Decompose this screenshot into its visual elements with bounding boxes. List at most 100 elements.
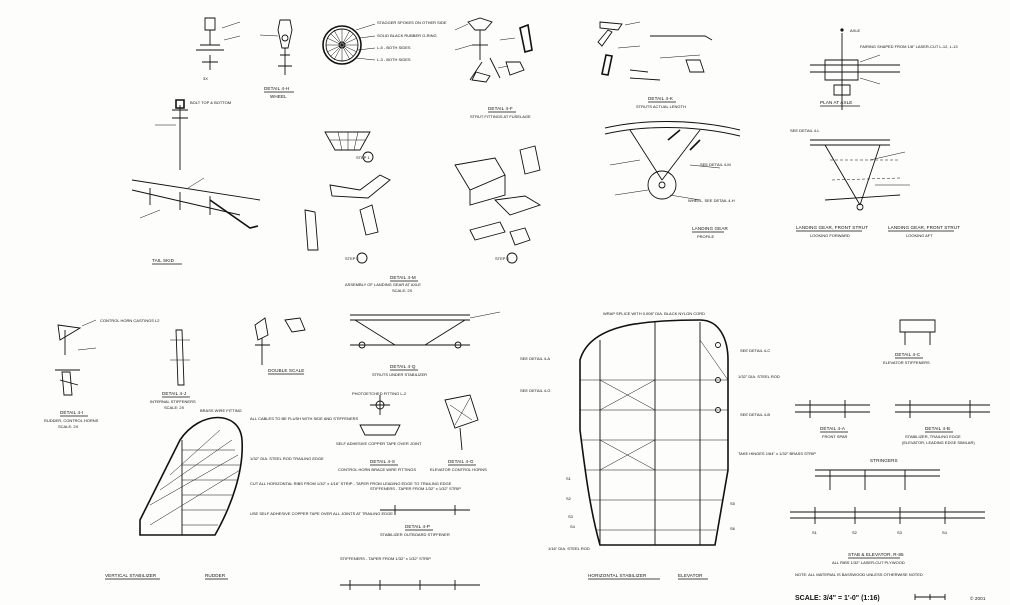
detail-4b-title: DETAIL 4-B (925, 426, 950, 431)
detail-4g-sub: ELEVATOR CONTROL HORNS (430, 467, 487, 472)
footer: NOTE: ALL MATERIAL IS BASSWOOD UNLESS OT… (795, 572, 986, 602)
wheel-see-detail-note: WHEEL, SEE DETAIL 4-H (688, 198, 735, 203)
detail-4g-title: DETAIL 4-G (448, 459, 474, 464)
stiffeners-taper-note: STIFFENERS - TAPER FROM 1/32" x 1/32" ST… (370, 486, 461, 491)
strut-fittings-detail: DETAIL 4-F STRUT FITTINGS AT FUSELAGE (454, 17, 533, 119)
landing-gear-profile-title: LANDING GEAR (692, 226, 728, 231)
right-details: DETAIL 4-C ELEVATOR STIFFENERS DETAIL 4-… (790, 319, 990, 565)
landing-gear-assembly-steps: STEP 1 STEP 2 STEP 3 DETAIL 4-M ASSEMBLY… (304, 131, 542, 293)
detail-4f-title: DETAIL 4-F (488, 106, 513, 111)
detail-4j-title: DETAIL 4-J (162, 391, 186, 396)
bolt-top-bottom-note: BOLT TOP & BOTTOM (190, 100, 231, 105)
detail-4h-sub: WHEEL (270, 94, 287, 99)
stab-s3: S3 (897, 530, 903, 535)
vertical-stabilizer-title: VERTICAL STABILIZER (105, 573, 157, 578)
double-scale-label: DOUBLE SCALE (268, 368, 304, 373)
horizontal-stabilizer-title: HORIZONTAL STABILIZER (588, 573, 647, 578)
rudder-note-ribs: CUT ALL HORIZONTAL RIBS FROM 1/32" x 1/1… (250, 481, 452, 486)
detail-4c-sub: ELEVATOR STIFFENERS (883, 360, 930, 365)
stab-s1: S1 (812, 530, 818, 535)
detail-4s-sub: CONTROL HORN BRACE WIRE FITTINGS (338, 467, 416, 472)
rib-s1-label: S1 (566, 476, 572, 481)
see-detail-4c-note: SEE DETAIL 4-C (740, 348, 770, 353)
photo-fitting-note: PHOTOETCHED FITTING L-2 (352, 391, 407, 396)
detail-4i-sub: RUDDER, CONTROL HORNS (44, 418, 99, 423)
stabilizer-outboard-stiffener: STIFFENERS - TAPER FROM 1/32" x 1/32" ST… (340, 486, 480, 590)
elevator-control-horns: DETAIL 4-G ELEVATOR CONTROL HORNS (430, 394, 487, 472)
wheel-detail: STAGGER SPOKES ON OTHER SIDE SOLID BLACK… (264, 20, 447, 99)
struts-under-stabilizer: DETAIL 4-Q STRUTS UNDER STABILIZER (350, 311, 501, 377)
rib-s6-label: S6 (730, 526, 736, 531)
detail-4s-title: DETAIL 4-S (370, 459, 395, 464)
front-strut-aft-sub: LOOKING AFT (906, 233, 933, 238)
wheel-note-rubber: SOLID BLACK RUBBER O-RING (377, 33, 437, 38)
material-note: NOTE: ALL MATERIAL IS BASSWOOD UNLESS OT… (795, 572, 923, 577)
detail-4i-scale: SCALE: 2X (58, 424, 79, 429)
detail-4p-title: DETAIL 4-P (405, 524, 430, 529)
rudder-note-cables: ALL CABLES TO BE FLUSH WITH SIDE AND STI… (250, 416, 359, 421)
internal-stiffeners: DETAIL 4-J INTERNAL STIFFENERS SCALE: 2X (150, 329, 196, 410)
rudder-control-horns: CONTROL HORN CASTINGS L2 DETAIL 4-I RUDD… (44, 318, 160, 429)
struts-actual-length: DETAIL 4-K STRUTS ACTUAL LENGTH (597, 21, 713, 109)
rib-s2-label: S2 (566, 496, 572, 501)
detail-4q-sub: STRUTS UNDER STABILIZER (372, 372, 427, 377)
landing-gear-profile: SEE DETAIL 4-M WHEEL, SEE DETAIL 4-H LAN… (604, 121, 741, 239)
stiffeners-taper-note-b: STIFFENERS - TAPER FROM 1/32" x 1/32" ST… (340, 556, 431, 561)
detail-4h-title: DETAIL 4-H (264, 86, 289, 91)
fairing-note: FAIRING SHAPED FROM 1/8" LASER-CUT L-12,… (860, 44, 958, 49)
wheel-note-l5: L-5 - BOTH SIDES (377, 45, 411, 50)
rib-s4-label: S4 (570, 524, 576, 529)
elevator-title: ELEVATOR (678, 573, 703, 578)
landing-gear-front-views: SEE DETAIL 4-L LANDING GEAR, FRONT STRUT… (790, 128, 960, 238)
detail-4p-sub: STABILIZER OUTBOARD STIFFENER (380, 532, 450, 537)
rib-s3-label: S3 (568, 514, 574, 519)
stab-elevator-sub: ALL RIBS 1/32" LASER-CUT PLYWOOD (832, 560, 905, 565)
detail-4b-sub2: (ELEVATOR, LEADING EDGE SIMILAR) (902, 440, 975, 445)
detail-4f-sub: STRUT FITTINGS AT FUSELAGE (470, 114, 531, 119)
assembly-sub: ASSEMBLY OF LANDING GEAR AT AXLE (345, 282, 421, 287)
control-horn-brace-fittings: PHOTOETCHED FITTING L-2 SELF ADHESIVE CO… (336, 391, 422, 472)
horizontal-stabilizer-elevator: WRAP SPLICE WITH 0.008" DIA. BLACK NYLON… (520, 311, 816, 580)
rudder-note-copper: USE SELF ADHESIVE COPPER TAPE OVER ALL J… (250, 511, 393, 516)
detail-4j-scale: SCALE: 2X (164, 405, 185, 410)
vertical-stabilizer-rudder: ALL CABLES TO BE FLUSH WITH SIDE AND STI… (105, 408, 452, 580)
detail-4a-title: DETAIL 4-A (820, 426, 846, 431)
stab-s2: S2 (852, 530, 858, 535)
wheel-note-spokes: STAGGER SPOKES ON OTHER SIDE (377, 20, 447, 25)
stringers-label: STRINGERS (870, 458, 898, 463)
fitting-sketch-top-left: 3X (196, 17, 241, 81)
detail-4j-sub: INTERNAL STIFFENERS (150, 399, 196, 404)
front-strut-aft-title: LANDING GEAR, FRONT STRUT (888, 225, 960, 230)
copper-tape-note: SELF ADHESIVE COPPER TAPE OVER JOINT (336, 441, 422, 446)
tail-skid-detail: BOLT TOP & BOTTOM TAIL SKID (131, 99, 261, 265)
rudder-note-te: 1/32" DIA. STEEL ROD TRAILING EDGE (250, 456, 324, 461)
stab-s4: S4 (942, 530, 948, 535)
plan-at-axle-title: PLAN AT AXLE (820, 100, 852, 105)
detail-4c-title: DETAIL 4-C (895, 352, 921, 357)
svg-text:3X: 3X (203, 76, 208, 81)
stab-elevator-title: STAB & ELEVATOR, R-85 (848, 552, 904, 557)
scale-note: SCALE: 3/4" = 1'-0" (1:16) (795, 595, 880, 602)
stab-note-hinges: TAKE HINGES 1/64" x 1/32" BRASS STRIP (738, 451, 816, 456)
stab-note-rod-b: 1/16" DIA. STEEL ROD (548, 546, 590, 551)
control-horn-castings-note: CONTROL HORN CASTINGS L2 (100, 318, 160, 323)
assembly-scale: SCALE: 2X (392, 288, 413, 293)
wheel-note-l3: L-3 - BOTH SIDES (377, 57, 411, 62)
tail-skid-title: TAIL SKID (152, 258, 175, 263)
axle-label: AXLE (850, 28, 861, 33)
front-strut-fwd-sub: LOOKING FORWARD (810, 233, 850, 238)
brass-wire-fitting-note: BRASS WIRE FITTING (200, 408, 242, 413)
rudder-title: RUDDER (205, 573, 226, 578)
wrap-splice-note: WRAP SPLICE WITH 0.008" DIA. BLACK NYLON… (603, 311, 705, 316)
step3-label: STEP 3 (495, 256, 509, 261)
double-scale-detail: DOUBLE SCALE (254, 317, 306, 375)
copyright: © 2001 (970, 595, 986, 601)
detail-4k-title: DETAIL 4-K (648, 96, 674, 101)
landing-gear-profile-sub: PROFILE (697, 234, 714, 239)
detail-4q-title: DETAIL 4-Q (390, 364, 416, 369)
stab-note-rod-a: 1/32" DIA. STEEL ROD (738, 374, 780, 379)
plan-at-axle: AXLE FAIRING SHAPED FROM 1/8" LASER-CUT … (810, 28, 958, 110)
see-detail-4m-note: SEE DETAIL 4-M (700, 162, 731, 167)
